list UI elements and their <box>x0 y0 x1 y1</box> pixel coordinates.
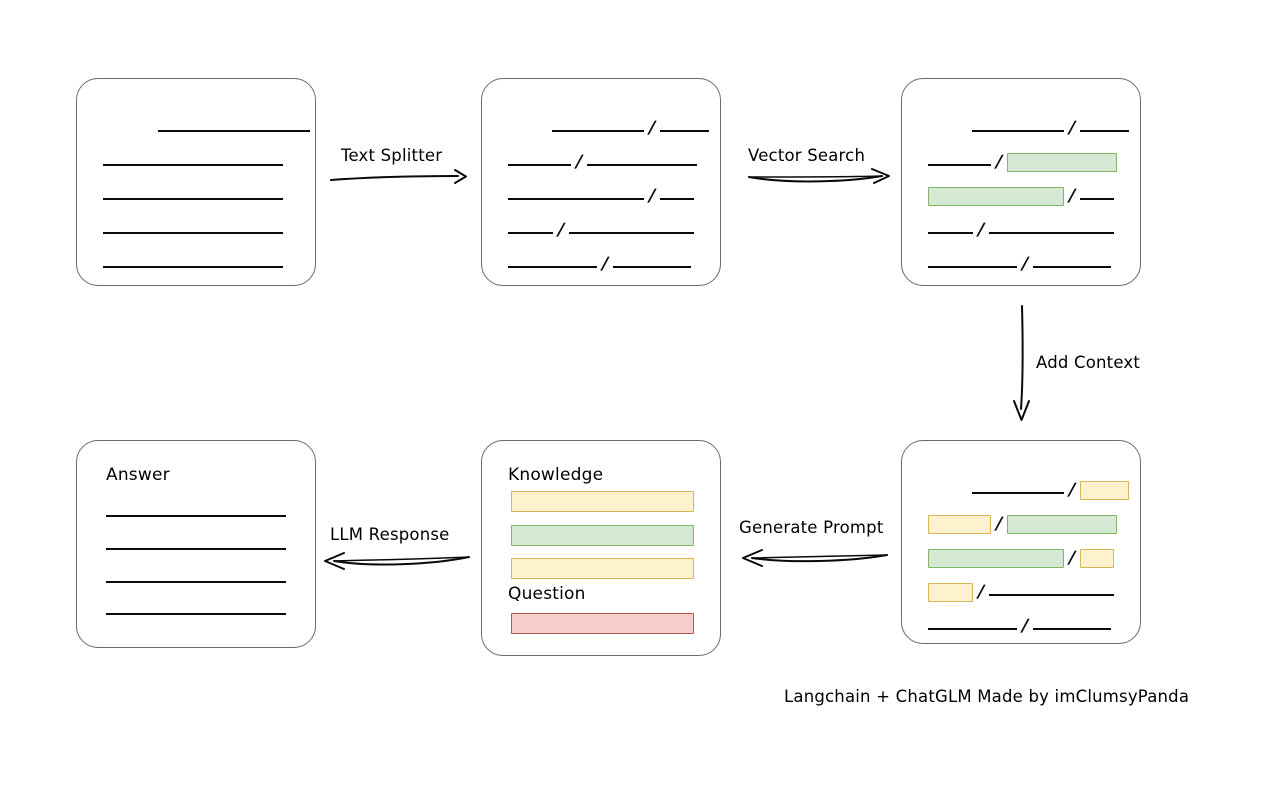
document-line-row: / <box>508 220 720 240</box>
text-line-segment <box>1033 628 1112 630</box>
highlighted-chunk-green <box>928 186 1064 206</box>
source-document-box[interactable] <box>76 78 316 286</box>
text-line-segment <box>928 164 991 166</box>
highlighted-chunk-yellow <box>928 514 991 534</box>
document-line-row: / <box>928 480 1140 500</box>
document-line-row <box>103 155 315 169</box>
chunk-separator-slash: / <box>557 220 565 240</box>
prompt-box[interactable]: Knowledge Question <box>481 440 721 656</box>
text-line-segment <box>660 198 695 200</box>
text-line-segment <box>508 266 597 268</box>
document-line-row <box>103 189 315 203</box>
text-line-segment <box>158 130 310 132</box>
text-splitter-arrow <box>330 169 467 184</box>
text-line-segment <box>508 232 553 234</box>
text-line-segment <box>103 266 283 268</box>
arrow-label-add-context: Add Context <box>1036 353 1141 372</box>
document-line-row <box>103 121 315 135</box>
chunk-separator-slash: / <box>601 254 609 274</box>
text-line-segment <box>613 266 692 268</box>
split-chunks-box[interactable]: / / / / / <box>481 78 721 286</box>
text-line-segment <box>587 164 698 166</box>
highlighted-chunk-yellow <box>1080 548 1115 568</box>
document-line-row: / <box>928 186 1140 206</box>
document-line-row: / <box>928 616 1140 636</box>
highlighted-chunk-green <box>1007 152 1118 172</box>
document-line-row: / <box>928 254 1140 274</box>
chunk-separator-slash: / <box>995 152 1003 172</box>
chunk-separator-slash: / <box>977 582 985 602</box>
document-line-row: / <box>928 152 1140 172</box>
arrow-label-vector-search: Vector Search <box>748 146 866 165</box>
chunk-separator-slash: / <box>1021 254 1029 274</box>
knowledge-label: Knowledge <box>508 465 604 485</box>
document-line-row: / <box>508 152 720 172</box>
document-line-row: / <box>928 118 1140 138</box>
text-line-segment <box>989 232 1115 234</box>
text-line-segment <box>569 232 695 234</box>
text-line-segment <box>1033 266 1112 268</box>
text-line-segment <box>103 164 283 166</box>
context-added-chunks-box[interactable]: / / / / / <box>901 440 1141 644</box>
highlighted-chunk-yellow <box>928 582 973 602</box>
chunk-separator-slash: / <box>648 186 656 206</box>
text-line-segment <box>989 594 1115 596</box>
arrow-label-text-splitter: Text Splitter <box>341 146 443 165</box>
question-bar-red <box>511 613 694 634</box>
chunk-separator-slash: / <box>995 514 1003 534</box>
document-line-row: / <box>928 582 1140 602</box>
chunk-separator-slash: / <box>1068 118 1076 138</box>
generate-prompt-arrow <box>742 549 888 567</box>
highlighted-chunk-yellow <box>1080 480 1130 500</box>
text-line-segment <box>1080 198 1115 200</box>
chunk-separator-slash: / <box>575 152 583 172</box>
highlighted-chunk-green <box>1007 514 1118 534</box>
document-line-row <box>103 223 315 237</box>
chunk-separator-slash: / <box>648 118 656 138</box>
document-line-row: / <box>928 514 1140 534</box>
answer-box[interactable]: Answer <box>76 440 316 648</box>
chunk-separator-slash: / <box>1068 186 1076 206</box>
text-line-segment <box>928 628 1017 630</box>
credit-text: Langchain + ChatGLM Made by imClumsyPand… <box>784 687 1190 706</box>
chunk-separator-slash: / <box>1068 480 1076 500</box>
question-label: Question <box>508 584 586 604</box>
text-line-segment <box>660 130 710 132</box>
chunk-separator-slash: / <box>977 220 985 240</box>
answer-text-line <box>106 548 286 550</box>
text-line-segment <box>928 232 973 234</box>
answer-heading: Answer <box>106 465 170 485</box>
add-context-arrow <box>1013 305 1030 421</box>
knowledge-bar-green <box>511 525 694 546</box>
text-line-segment <box>1080 130 1130 132</box>
highlighted-chunk-green <box>928 548 1064 568</box>
knowledge-bar-yellow <box>511 491 694 512</box>
answer-text-line <box>106 613 286 615</box>
document-line-row: / <box>928 548 1140 568</box>
document-line-row: / <box>508 254 720 274</box>
document-line-row: / <box>508 118 720 138</box>
llm-response-arrow <box>324 552 470 570</box>
answer-text-line <box>106 581 286 583</box>
text-line-segment <box>972 130 1064 132</box>
arrow-label-llm-response: LLM Response <box>330 525 450 544</box>
chunk-separator-slash: / <box>1021 616 1029 636</box>
text-line-segment <box>552 130 644 132</box>
answer-text-line <box>106 515 286 517</box>
vector-matched-chunks-box[interactable]: / / / / / <box>901 78 1141 286</box>
document-line-row <box>103 257 315 271</box>
text-line-segment <box>928 266 1017 268</box>
text-line-segment <box>508 164 571 166</box>
text-line-segment <box>972 492 1064 494</box>
arrow-label-generate-prompt: Generate Prompt <box>739 518 884 537</box>
knowledge-bar-yellow <box>511 558 694 579</box>
vector-search-arrow <box>748 168 890 184</box>
document-line-row: / <box>508 186 720 206</box>
text-line-segment <box>103 232 283 234</box>
document-line-row: / <box>928 220 1140 240</box>
text-line-segment <box>103 198 283 200</box>
chunk-separator-slash: / <box>1068 548 1076 568</box>
text-line-segment <box>508 198 644 200</box>
